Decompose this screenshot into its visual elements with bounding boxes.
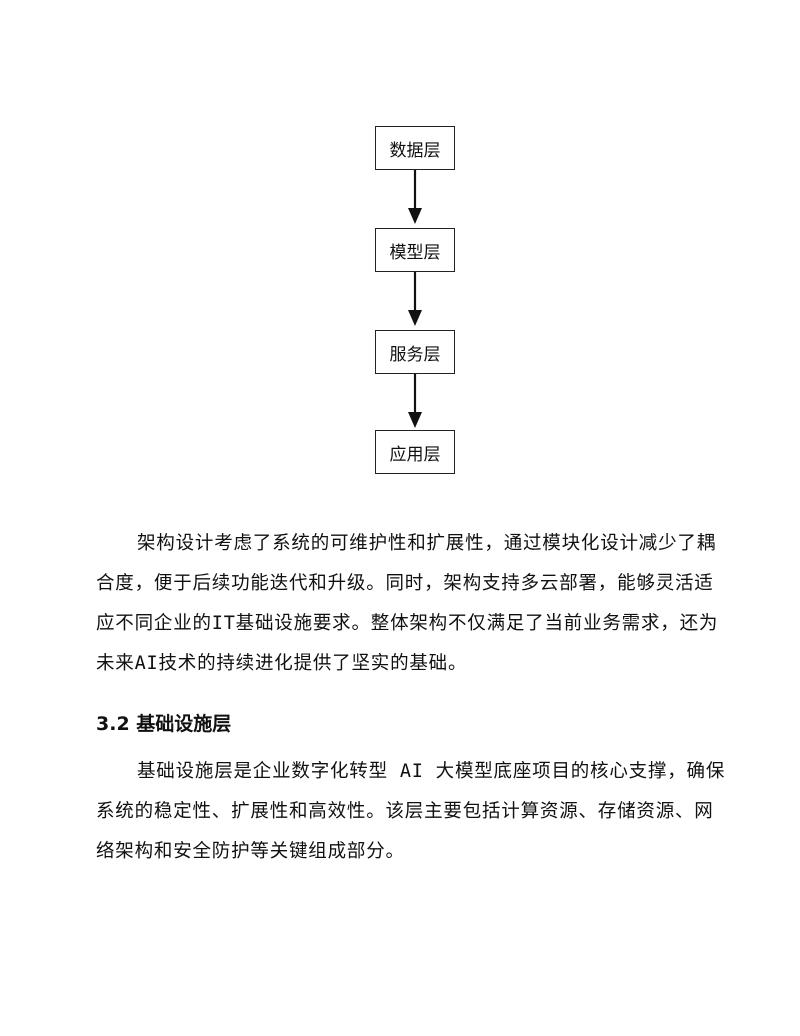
arrow-down-icon bbox=[408, 272, 422, 326]
arrow-down-icon bbox=[408, 374, 422, 428]
architecture-flowchart: 数据层 模型层 服务层 应用层 bbox=[0, 0, 800, 500]
section-heading: 3.2 基础设施层 bbox=[96, 713, 232, 735]
arrow-down-icon bbox=[408, 170, 422, 224]
infrastructure-paragraph: 基础设施层是企业数字化转型 AI 大模型底座项目的核心支撑，确保系统的稳定性、扩… bbox=[96, 761, 726, 862]
node-model-layer: 模型层 bbox=[375, 228, 455, 272]
node-data-layer: 数据层 bbox=[375, 126, 455, 170]
node-service-layer: 服务层 bbox=[375, 330, 455, 374]
node-application-layer: 应用层 bbox=[375, 430, 455, 474]
architecture-paragraph: 架构设计考虑了系统的可维护性和扩展性，通过模块化设计减少了耦合度，便于后续功能迭… bbox=[96, 533, 719, 674]
